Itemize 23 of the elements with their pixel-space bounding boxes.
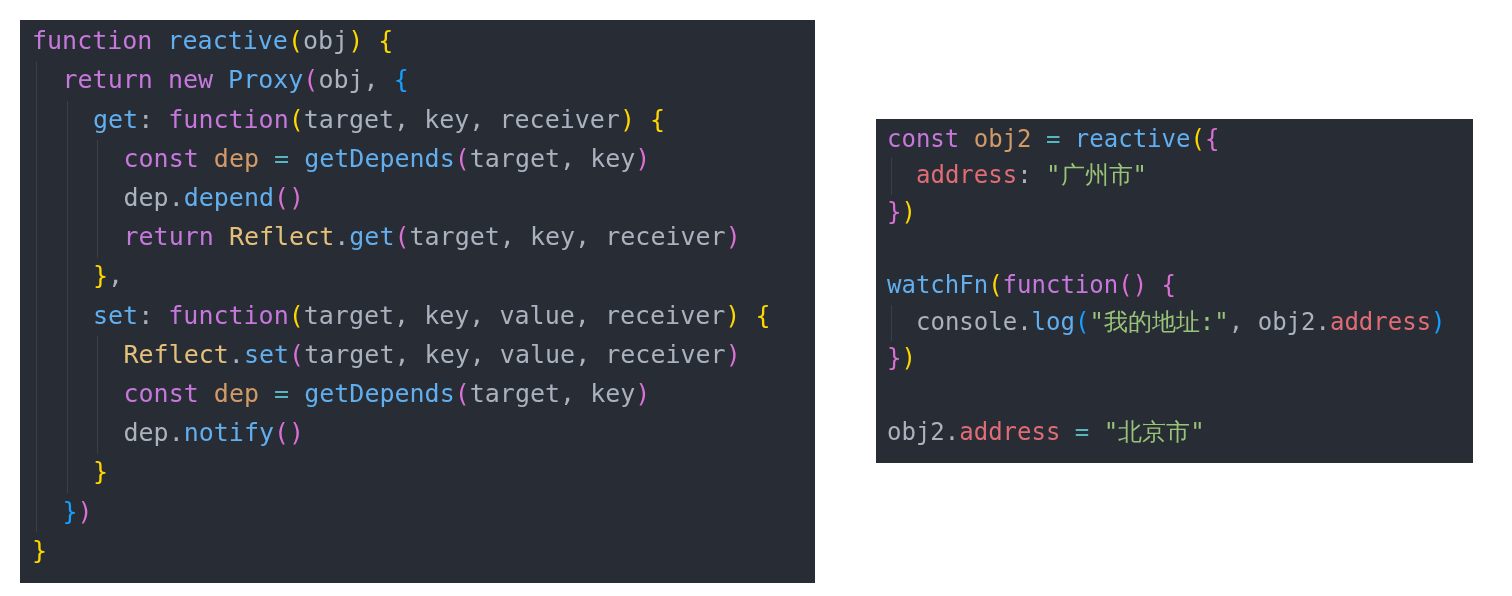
code-line: } — [32, 537, 48, 563]
code-panel — [876, 119, 1473, 463]
code-line: return Reflect.get(target, key, receiver) — [123, 224, 741, 250]
code-line: dep.notify() — [123, 420, 305, 446]
code-line: return new Proxy(obj, { — [62, 67, 409, 93]
code-line: get: function(target, key, receiver) { — [93, 106, 666, 132]
code-line: }) — [887, 346, 916, 371]
code-line: dep.depend() — [123, 185, 305, 211]
code-line: function reactive(obj) { — [32, 28, 394, 54]
code-panel — [20, 20, 815, 583]
code-line: const obj2 = reactive({ — [887, 126, 1220, 151]
code-line: const dep = getDepends(target, key) — [123, 145, 651, 171]
code-line: }) — [887, 200, 916, 224]
code-line: const dep = getDepends(target, key) — [123, 381, 651, 407]
code-line: watchFn(function() { — [887, 273, 1176, 298]
code-line: } — [93, 459, 109, 485]
code-line: console.log("我的地址:", obj2.address) — [916, 309, 1446, 334]
code-line: }) — [62, 498, 93, 524]
code-line: address: "广州市" — [916, 163, 1147, 188]
code-line: }, — [93, 263, 124, 289]
code-line: set: function(target, key, value, receiver) { — [93, 302, 771, 328]
code-line: obj2.address = "北京市" — [887, 419, 1205, 444]
code-line: Reflect.set(target, key, value, receiver) — [123, 341, 741, 367]
